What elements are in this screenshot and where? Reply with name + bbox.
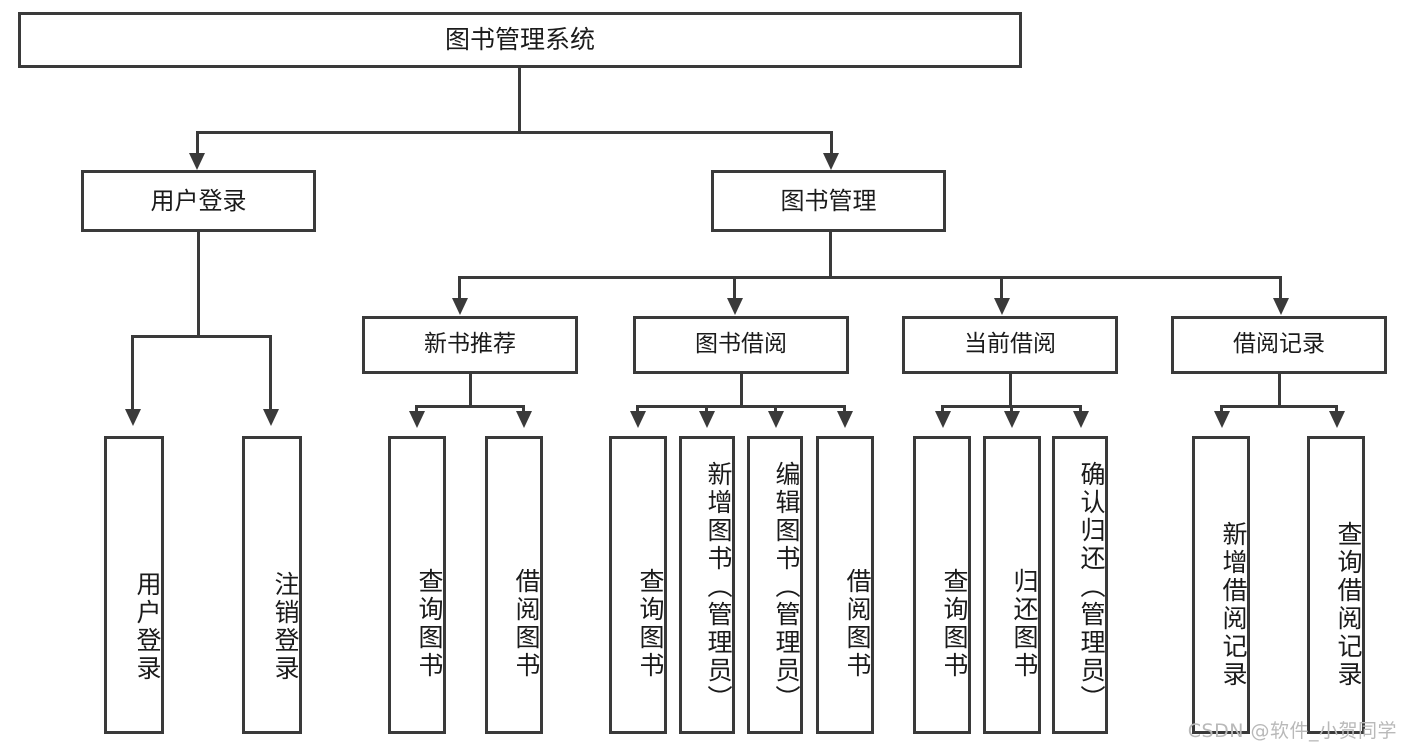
edge-cb-drop-1 [941, 405, 944, 413]
node-label: 用户登录 [133, 571, 162, 683]
node-label: 图书管理系统 [444, 25, 595, 54]
arrowhead-to-leaf-user-login [125, 409, 141, 426]
arrowhead-to-leaf-borrow-book-2 [837, 411, 853, 428]
leaf-logout[interactable]: 注销登录 [242, 436, 302, 734]
node-label: 借阅图书 [512, 568, 541, 680]
edge-user-login-drop-2 [269, 335, 272, 411]
edge-bb-drop-3 [774, 405, 777, 413]
node-label: 编辑图书（管理员） [772, 461, 801, 713]
edge-user-login-drop-1 [131, 335, 134, 411]
leaf-query-borrow-record[interactable]: 查询借阅记录 [1307, 436, 1365, 734]
node-label: 查询图书 [415, 568, 444, 680]
edge-bm-drop-3 [1000, 276, 1003, 300]
leaf-borrow-book-recommend[interactable]: 借阅图书 [485, 436, 543, 734]
edge-book-management-stem [829, 232, 832, 276]
node-label: 查询借阅记录 [1334, 521, 1363, 689]
edge-user-login-bus [131, 335, 270, 338]
arrowhead-to-book-borrow [727, 298, 743, 315]
arrowhead-to-new-book [452, 298, 468, 315]
leaf-borrow-book-borrow[interactable]: 借阅图书 [816, 436, 874, 734]
edge-root-stem [518, 68, 521, 131]
edge-user-login-stem [197, 232, 200, 335]
edge-root-drop-right [830, 131, 833, 155]
edge-bm-drop-1 [458, 276, 461, 300]
node-label: 当前借阅 [964, 331, 1056, 358]
node-new-book-recommend[interactable]: 新书推荐 [362, 316, 578, 374]
node-book-borrow[interactable]: 图书借阅 [633, 316, 849, 374]
node-label: 确认归还（管理员） [1077, 461, 1106, 713]
node-book-management[interactable]: 图书管理 [711, 170, 946, 232]
node-label: 用户登录 [150, 186, 247, 215]
edge-cb-drop-3 [1079, 405, 1082, 413]
arrowhead-to-leaf-logout [263, 409, 279, 426]
edge-book-borrow-bus [636, 405, 845, 408]
edge-borrow-record-stem [1278, 374, 1281, 405]
node-label: 图书管理 [780, 186, 877, 215]
arrowhead-to-leaf-query-book-2 [630, 411, 646, 428]
node-borrow-record[interactable]: 借阅记录 [1171, 316, 1387, 374]
edge-book-management-bus [458, 276, 1282, 279]
edge-bm-drop-4 [1279, 276, 1282, 300]
edge-nb-drop-1 [415, 405, 418, 413]
edge-nb-drop-2 [522, 405, 525, 413]
edge-bb-drop-2 [705, 405, 708, 413]
leaf-confirm-return-admin[interactable]: 确认归还（管理员） [1052, 436, 1108, 734]
edge-cb-drop-2 [1010, 405, 1013, 413]
arrowhead-to-leaf-borrow-book-1 [516, 411, 532, 428]
leaf-query-book-recommend[interactable]: 查询图书 [388, 436, 446, 734]
node-current-borrow[interactable]: 当前借阅 [902, 316, 1118, 374]
arrowhead-to-user-login [189, 153, 205, 170]
arrowhead-to-leaf-return-book [1004, 411, 1020, 428]
arrowhead-to-book-management [823, 153, 839, 170]
node-label: 查询图书 [940, 568, 969, 680]
edge-bb-drop-4 [843, 405, 846, 413]
leaf-edit-book-admin[interactable]: 编辑图书（管理员） [747, 436, 803, 734]
node-label: 借阅记录 [1233, 331, 1325, 358]
arrowhead-to-leaf-query-book-3 [935, 411, 951, 428]
leaf-return-book[interactable]: 归还图书 [983, 436, 1041, 734]
arrowhead-to-leaf-add-record [1214, 411, 1230, 428]
leaf-query-book-current[interactable]: 查询图书 [913, 436, 971, 734]
edge-book-borrow-stem [740, 374, 743, 405]
edge-br-drop-1 [1220, 405, 1223, 413]
edge-borrow-record-bus [1220, 405, 1338, 408]
edge-root-drop-left [196, 131, 199, 155]
arrowhead-to-borrow-record [1273, 298, 1289, 315]
edge-new-book-stem [469, 374, 472, 405]
node-label: 借阅图书 [843, 568, 872, 680]
arrowhead-to-leaf-query-book-1 [409, 411, 425, 428]
arrowhead-to-leaf-add-book [699, 411, 715, 428]
edge-bm-drop-2 [733, 276, 736, 300]
node-label: 查询图书 [636, 568, 665, 680]
node-label: 新增图书（管理员） [704, 461, 733, 713]
edge-bb-drop-1 [636, 405, 639, 413]
node-label: 新增借阅记录 [1219, 521, 1248, 689]
leaf-add-book-admin[interactable]: 新增图书（管理员） [679, 436, 735, 734]
node-root-system[interactable]: 图书管理系统 [18, 12, 1022, 68]
leaf-user-login[interactable]: 用户登录 [104, 436, 164, 734]
leaf-query-book-borrow[interactable]: 查询图书 [609, 436, 667, 734]
edge-br-drop-2 [1335, 405, 1338, 413]
node-label: 新书推荐 [424, 331, 516, 358]
leaf-add-borrow-record[interactable]: 新增借阅记录 [1192, 436, 1250, 734]
node-label: 注销登录 [271, 571, 300, 683]
node-user-login[interactable]: 用户登录 [81, 170, 316, 232]
edge-root-bus [196, 131, 833, 134]
arrowhead-to-current-borrow [994, 298, 1010, 315]
node-label: 图书借阅 [695, 331, 787, 358]
node-label: 归还图书 [1010, 568, 1039, 680]
edge-current-borrow-stem [1009, 374, 1012, 405]
arrowhead-to-leaf-edit-book [768, 411, 784, 428]
edge-new-book-bus [415, 405, 525, 408]
arrowhead-to-leaf-confirm-return [1073, 411, 1089, 428]
arrowhead-to-leaf-query-record [1329, 411, 1345, 428]
